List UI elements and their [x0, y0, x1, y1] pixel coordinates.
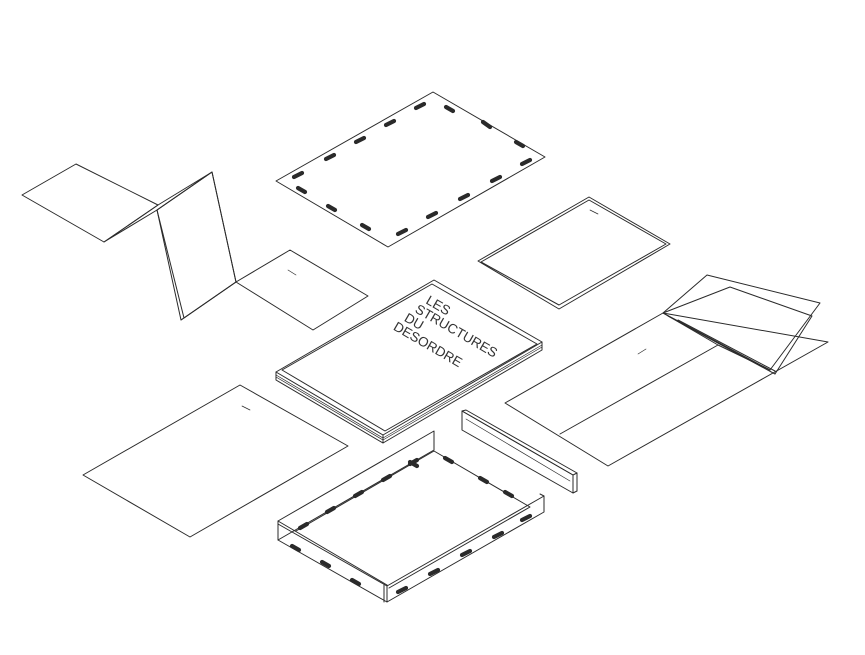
book: LES STRUCTURES DU DESORDRE [275, 279, 543, 444]
lid-board [275, 91, 546, 248]
tray-box [277, 430, 545, 603]
booklet-tiny-label [287, 269, 297, 276]
open-folder [504, 274, 829, 467]
side-strip [461, 409, 578, 494]
folded-zigzag-booklet [21, 163, 369, 331]
loose-sheet [82, 384, 349, 538]
book-title: LES STRUCTURES DU DESORDRE [391, 293, 500, 371]
thin-card [477, 196, 671, 310]
